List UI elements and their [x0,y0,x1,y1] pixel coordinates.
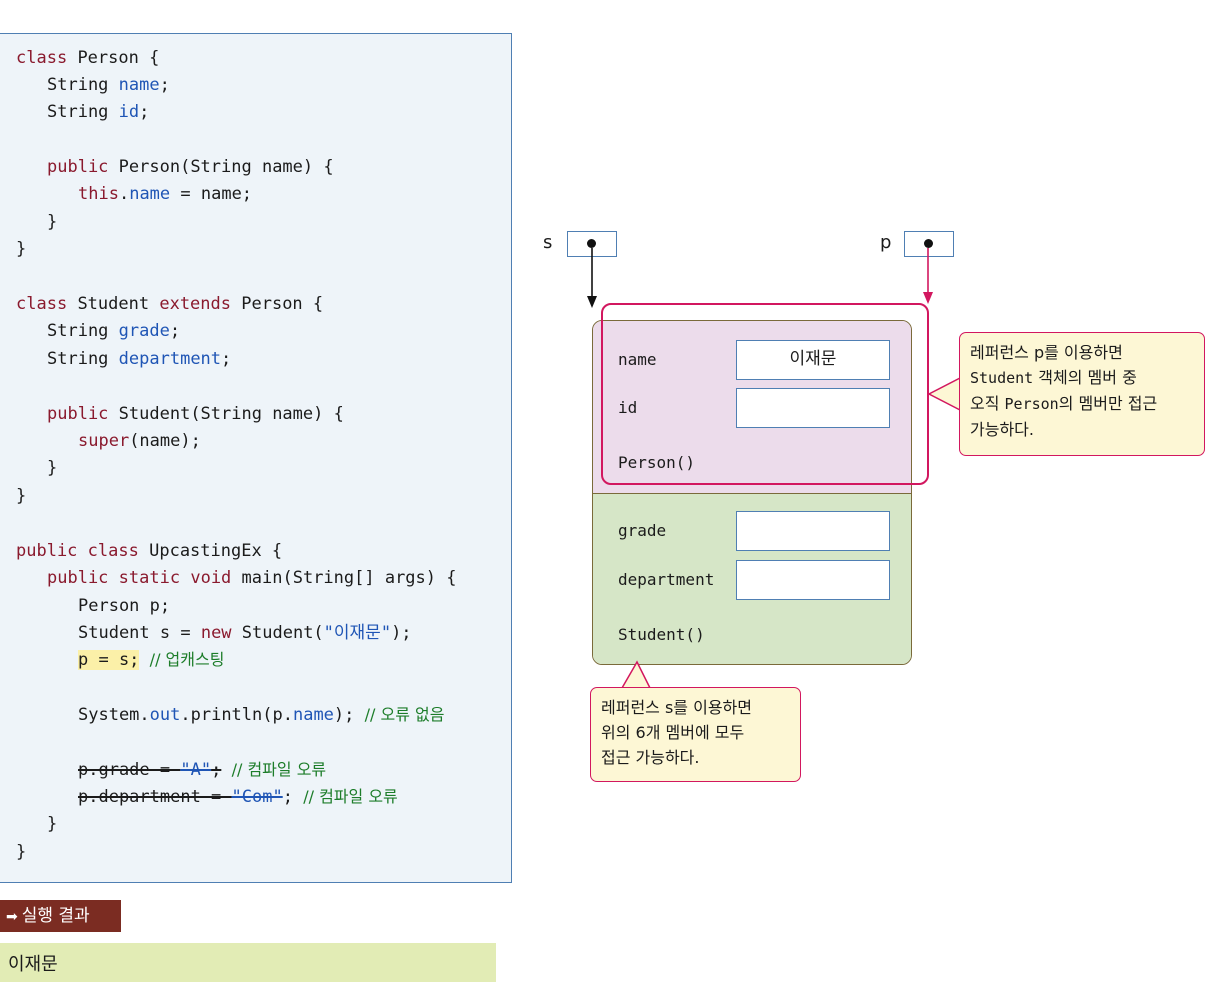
code-line: } [16,239,27,259]
code-line: public class UpcastingEx { [16,541,283,561]
member-person-ctor: Person() [618,453,696,472]
callout-s: 레퍼런스 s를 이용하면 위의 6개 멤버에 모두 접근 가능하다. [590,687,801,782]
department-value-box [736,560,890,600]
upcast-highlight: p = s; [78,650,140,670]
member-grade: grade [618,521,667,540]
pointer-dot-icon [924,239,933,248]
member-name: name [618,350,657,369]
code-line: class Student extends Person { [16,294,324,314]
code-line: } [47,814,58,834]
code-line: super(name); [78,431,201,451]
name-value-box: 이재문 [736,340,890,380]
code-line: String name; [47,75,170,95]
callout-p: 레퍼런스 p를 이용하면 Student 객체의 멤버 중 오직 Person의… [959,332,1205,456]
code-line: public Student(String name) { [47,404,344,424]
code-line-upcast: p = s; // 업캐스팅 [78,650,225,670]
result-tag: ➡실행 결과 [0,900,121,932]
callout-p-pointer [929,378,960,410]
code-line: public static void main(String[] args) { [47,568,457,588]
member-id: id [618,398,638,417]
arrow-down-icon [587,296,597,308]
code-line: System.out.println(p.name); // 오류 없음 [78,705,445,725]
id-value-box [736,388,890,428]
code-line: String department; [47,349,232,369]
code-line: Person p; [78,596,171,616]
grade-value-box [736,511,890,551]
code-line: } [16,842,27,862]
member-student-ctor: Student() [618,625,705,644]
result-output-text: 이재문 [8,954,58,975]
code-line: Student s = new Student("이재문"); [78,623,412,643]
pointer-dot-icon [587,239,596,248]
ref-p-box [904,231,954,257]
ref-s-label: s [543,232,553,253]
ref-p-label: p [880,232,892,253]
code-line: } [47,212,58,232]
callout-s-pointer [622,662,650,688]
code-line-error: p.grade = "A"; // 컴파일 오류 [78,760,327,780]
code-line: public Person(String name) { [47,157,334,177]
arrow-down-icon [923,292,933,304]
result-output: 이재문 [0,943,496,982]
code-line: } [16,486,27,506]
code-panel: class Person { String name; String id; p… [0,33,512,883]
code-line: class Person { [16,48,160,68]
code-line-error: p.department = "Com"; // 컴파일 오류 [78,787,398,807]
code-line: String id; [47,102,150,122]
member-department: department [618,570,715,589]
code-line: String grade; [47,321,181,341]
code-line: } [47,458,58,478]
arrow-right-icon: ➡ [6,909,18,925]
code-line: this.name = name; [78,184,253,204]
